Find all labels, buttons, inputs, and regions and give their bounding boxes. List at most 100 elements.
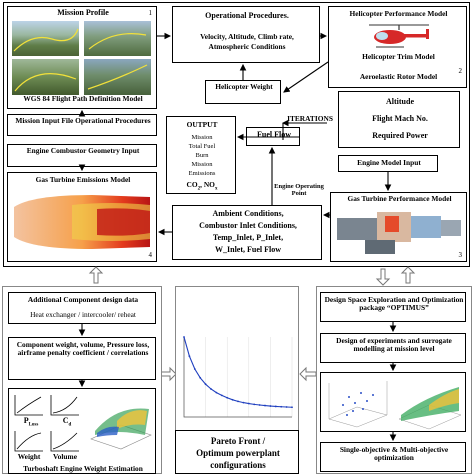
pareto-line-3: configurations [210, 460, 266, 470]
p-loss-label: PLoss [23, 416, 39, 428]
output-box: OUTPUT Mission Total Fuel Burn Mission E… [166, 116, 236, 194]
mission-profile-number: 1 [148, 9, 153, 17]
gas-turbine-performance-title: Gas Turbine Performance Model [347, 194, 452, 203]
pareto-point [204, 383, 207, 386]
operational-procedures-box: Operational Procedures. Velocity, Altitu… [172, 6, 320, 63]
performance-outputs-box: Altitude Flight Mach No. Required Power [338, 91, 460, 148]
engine-operating-point-label: Engine Operating Point [274, 183, 324, 198]
pareto-point [193, 368, 196, 370]
ambient-line-1: Ambient Conditions, [212, 209, 284, 218]
pareto-point [274, 405, 277, 408]
ambient-line-4: W_Inlet, Fuel Flow [215, 245, 281, 254]
pareto-point [280, 405, 283, 408]
mission-profile-title: Mission Profile [57, 8, 109, 17]
design-experiments-label: Design of experiments and surrogate mode… [336, 336, 452, 354]
pareto-front-chart [183, 336, 293, 418]
output-line-5: Emissions [188, 170, 216, 177]
terrain-image-2 [84, 21, 151, 56]
pareto-point [264, 404, 266, 407]
operational-title: Operational Procedures. [205, 11, 289, 20]
combustor-image [14, 195, 150, 249]
pareto-point [220, 394, 223, 397]
design-space-box: Design Space Exploration and Optimizatio… [320, 292, 466, 322]
pareto-point [199, 376, 202, 379]
aeroelastic-rotor-label: Aeroelastic Rotor Model [359, 72, 438, 81]
design-experiments-box: Design of experiments and surrogate mode… [320, 333, 466, 363]
weight-label: Weight [17, 452, 41, 461]
flight-path-model-label: WGS 84 Flight Path Definition Model [23, 94, 143, 103]
ambient-conditions-box: Ambient Conditions, Combustor Inlet Cond… [172, 205, 322, 260]
emissions-model-title: Gas Turbine Emissions Model [35, 175, 131, 184]
pareto-front-box: Pareto Front / Optimum powerplant config… [175, 430, 299, 474]
turboshaft-weight-label: Turboshaft Engine Weight Estimation [23, 464, 143, 473]
gas-turbine-performance-number: 3 [458, 251, 463, 259]
helicopter-weight-box: Helicopter Weight [205, 80, 281, 104]
engine-model-input-box: Engine Model Input [338, 155, 438, 172]
single-multi-objective-box: Single-objective & Multi-objective optim… [320, 442, 466, 472]
helicopter-weight-label: Helicopter Weight [215, 82, 273, 91]
pareto-point [231, 398, 234, 401]
operational-line-1: Velocity, Altitude, Climb rate, [200, 32, 294, 41]
single-multi-objective-label: Single-objective & Multi-objective optim… [339, 445, 449, 463]
pareto-point [258, 404, 261, 406]
additional-component-label: Additional Component design data [27, 295, 139, 304]
flight-mach-label: Flight Mach No. [372, 114, 428, 123]
additional-component-box: Additional Component design data Heat ex… [8, 292, 156, 324]
chart-axes [183, 337, 292, 418]
volume-label: Volume [53, 452, 77, 461]
pareto-line-2: Optimum powerplant [196, 448, 280, 458]
pareto-point [253, 403, 256, 406]
ambient-line-3: Temp_Inlet, P_Inlet, [212, 233, 284, 242]
engine-combustor-label: Engine Combustor Geometry Input [26, 146, 140, 155]
altitude-label: Altitude [386, 97, 414, 106]
emissions-model-number: 4 [148, 251, 153, 259]
optimization-plots-box [320, 372, 466, 432]
turboshaft-engine-image [337, 212, 461, 254]
component-weight-box: Component weight, volume, Pressure loss,… [8, 337, 156, 380]
output-line-3: Burn [195, 152, 209, 159]
component-weight-label: Component weight, volume, Pressure loss,… [16, 340, 150, 358]
iterations-label: ITERATIONS [287, 114, 333, 123]
helicopter-performance-title: Helicopter Performance Model [349, 9, 448, 18]
pareto-point [183, 336, 185, 338]
pareto-point [247, 402, 250, 405]
helicopter-performance-box: Helicopter Performance Model Helicopter … [328, 6, 467, 88]
output-line-1: Mission [191, 134, 213, 141]
gas-turbine-performance-box: Gas Turbine Performance Model 3 [330, 192, 467, 262]
helicopter-trim-label: Helicopter Trim Model [362, 52, 435, 61]
pareto-point [215, 391, 218, 394]
surface-plot-left [90, 408, 152, 450]
cd-label: Cd [62, 416, 72, 428]
output-title: OUTPUT [186, 120, 218, 129]
surface-plot-right [398, 387, 462, 430]
pareto-point [269, 405, 272, 407]
pareto-point [237, 400, 239, 403]
output-line-2: Total Fuel [188, 143, 216, 150]
pareto-line-1: Pareto Front / [210, 436, 266, 446]
emissions-model-box: Gas Turbine Emissions Model 4 [7, 172, 157, 262]
pareto-point [226, 396, 229, 399]
terrain-image-4 [84, 59, 151, 95]
operational-line-2: Atmospheric Conditions [208, 42, 286, 51]
pareto-point [242, 401, 245, 404]
output-line-4: Mission [191, 161, 213, 168]
pareto-point [188, 355, 191, 358]
pareto-point [210, 388, 212, 390]
mission-profile-box: Mission Profile 1 WGS 84 Flight Path Def… [7, 6, 157, 109]
helicopter-image [369, 24, 429, 48]
emission-species-label: CO2, NOx [186, 180, 218, 192]
required-power-label: Required Power [372, 131, 428, 140]
helicopter-performance-number: 2 [458, 67, 463, 75]
terrain-image-1 [12, 21, 79, 56]
design-space-label: Design Space Exploration and Optimizatio… [324, 295, 464, 313]
heat-exchanger-label: Heat exchanger / intercooler/ reheat [30, 310, 136, 319]
engine-weight-box: PLoss Cd Weight Volume Turboshaft Engine… [8, 388, 156, 474]
cd-subscript: d [68, 422, 72, 428]
scatter-plot-3d [328, 381, 388, 428]
correlation-plots [14, 395, 79, 452]
p-loss-subscript: Loss [28, 422, 39, 428]
engine-model-input-label: Engine Model Input [357, 158, 421, 167]
